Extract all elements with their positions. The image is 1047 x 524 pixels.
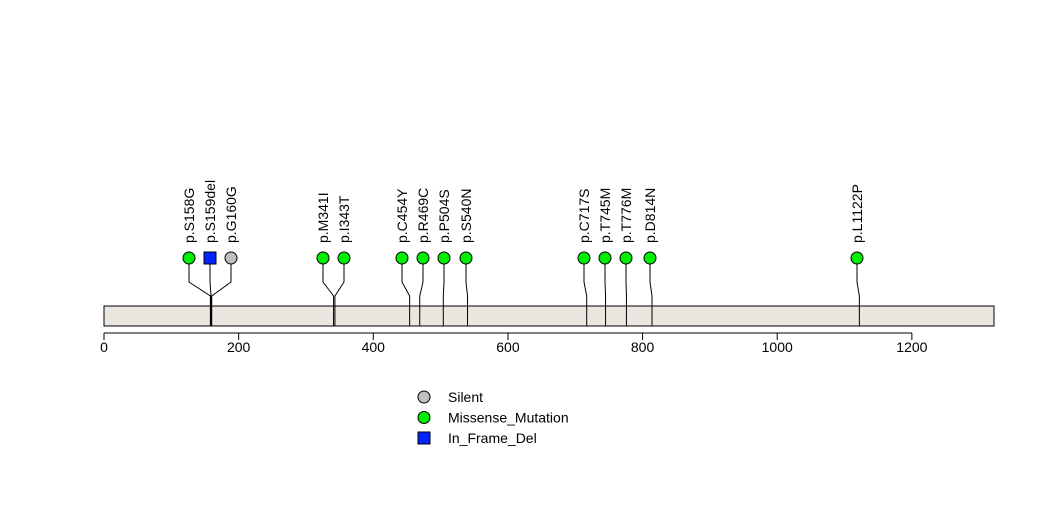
legend-label: Missense_Mutation	[448, 410, 569, 426]
mutation-head-circle	[416, 251, 430, 265]
x-tick-label: 1200	[896, 339, 927, 355]
legend-circle-icon	[417, 390, 431, 404]
mutation-stem	[442, 258, 445, 326]
mutation-head-circle	[598, 251, 612, 265]
x-tick-label: 800	[631, 339, 655, 355]
mutation-stem	[419, 258, 424, 326]
mutation-stem	[322, 258, 335, 326]
legend-label: Silent	[448, 389, 483, 405]
legend-circle-icon	[417, 411, 431, 424]
mutation-stem	[209, 258, 212, 326]
mutation-label: p.D814N	[642, 188, 658, 243]
x-tick-label: 1000	[762, 339, 793, 355]
mutation-stem	[465, 258, 469, 326]
mutation-label: p.M341I	[315, 192, 331, 243]
mutation-head-circle	[437, 251, 451, 265]
mutation-stem	[604, 258, 607, 326]
mutation-label: p.S158G	[181, 188, 197, 243]
legend-label: In_Frame_Del	[448, 430, 537, 446]
x-tick-label: 200	[227, 339, 251, 355]
mutation-label: p.P504S	[436, 189, 452, 243]
mutation-label: p.C717S	[576, 189, 592, 243]
mutation-label: p.S540N	[458, 189, 474, 243]
mutation-label: p.L1122P	[849, 184, 865, 243]
protein-bar	[103, 305, 995, 327]
legend-square-icon	[417, 431, 431, 445]
mutation-head-circle	[643, 251, 657, 265]
mutation-stem	[649, 258, 653, 326]
x-tick-label: 0	[100, 339, 108, 355]
mutation-stem	[856, 258, 860, 326]
mutation-stem	[334, 258, 345, 326]
mutation-head-circle	[316, 251, 330, 265]
mutation-head-circle	[337, 251, 351, 265]
mutation-head-circle	[395, 251, 409, 265]
mutation-head-circle	[850, 251, 864, 265]
mutation-label: p.T745M	[597, 188, 613, 243]
x-tick-label: 600	[496, 339, 520, 355]
x-tick-label: 400	[362, 339, 386, 355]
mutation-stem	[401, 258, 411, 326]
mutation-label: p.C454Y	[394, 188, 410, 243]
mutation-label: p.I343T	[336, 195, 352, 243]
mutation-head-circle	[619, 251, 633, 265]
mutation-head-circle	[459, 251, 473, 265]
mutation-stem	[188, 258, 211, 326]
mutation-stem	[583, 258, 588, 326]
mutation-head-circle	[224, 251, 238, 265]
mutation-label: p.S159del	[202, 180, 218, 243]
mutation-label: p.R469C	[415, 188, 431, 243]
mutation-head-circle	[577, 251, 591, 265]
mutation-head-circle	[182, 251, 196, 265]
mutation-head-square	[203, 251, 217, 265]
mutation-label: p.G160G	[223, 186, 239, 243]
mutation-stem	[211, 258, 232, 326]
mutation-label: p.T776M	[618, 188, 634, 243]
